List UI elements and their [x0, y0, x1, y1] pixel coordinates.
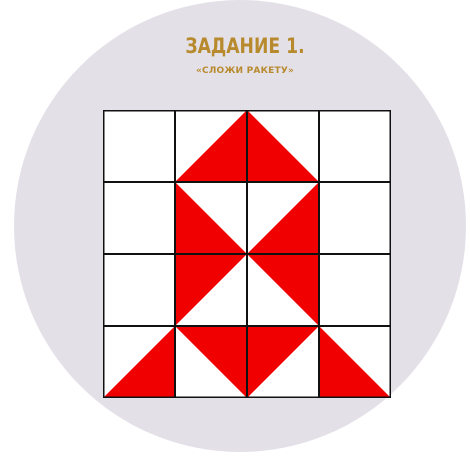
tile-background — [319, 110, 391, 182]
tile-background — [103, 182, 175, 254]
grid-tile-r4-c1 — [103, 326, 175, 398]
puzzle-grid — [103, 110, 391, 398]
grid-tile-r4-c2 — [175, 326, 247, 398]
grid-tile-r1-c2 — [175, 110, 247, 182]
grid-tile-r2-c1 — [103, 182, 175, 254]
grid-tile-r4-c3 — [247, 326, 319, 398]
tile-background — [103, 254, 175, 326]
grid-tile-r3-c2 — [175, 254, 247, 326]
grid-tile-r1-c4 — [319, 110, 391, 182]
grid-tile-r1-c3 — [247, 110, 319, 182]
grid-tile-r3-c3 — [247, 254, 319, 326]
tile-background — [103, 110, 175, 182]
tile-background — [319, 182, 391, 254]
grid-tile-r4-c4 — [319, 326, 391, 398]
grid-tile-r2-c2 — [175, 182, 247, 254]
grid-tile-r1-c1 — [103, 110, 175, 182]
task-subtitle: «СЛОЖИ РАКЕТУ» — [0, 66, 470, 76]
grid-tile-r3-c1 — [103, 254, 175, 326]
task-title: ЗАДАНИЕ 1. — [44, 34, 446, 58]
grid-tile-r2-c4 — [319, 182, 391, 254]
grid-tile-r3-c4 — [319, 254, 391, 326]
tile-background — [319, 254, 391, 326]
grid-tile-r2-c3 — [247, 182, 319, 254]
